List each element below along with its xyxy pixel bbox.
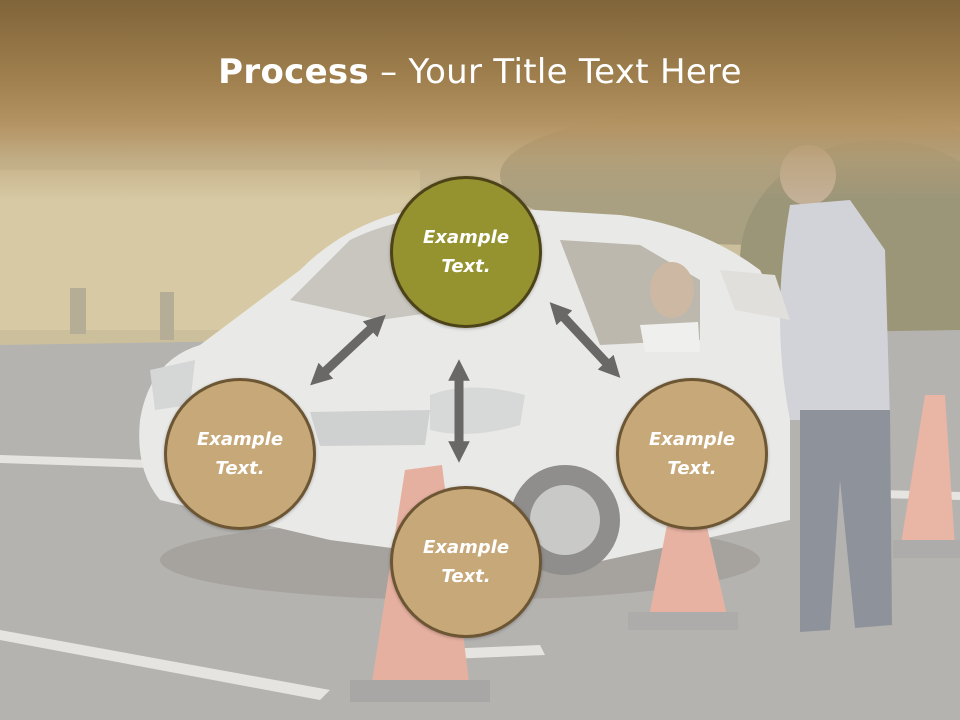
node-right-label: Example Text. (648, 429, 736, 479)
node-top[interactable]: Example Text. (390, 176, 542, 328)
title-band (0, 0, 960, 200)
node-right[interactable]: Example Text. (616, 378, 768, 530)
node-bottom[interactable]: Example Text. (390, 486, 542, 638)
node-left[interactable]: Example Text. (164, 378, 316, 530)
node-bottom-label: Example Text. (422, 537, 510, 587)
node-left-label: Example Text. (196, 429, 284, 479)
title-bold-part: Process (218, 52, 370, 92)
title-regular-part: – Your Title Text Here (369, 52, 742, 92)
node-top-label: Example Text. (422, 227, 510, 277)
slide-title: Process – Your Title Text Here (0, 52, 960, 92)
